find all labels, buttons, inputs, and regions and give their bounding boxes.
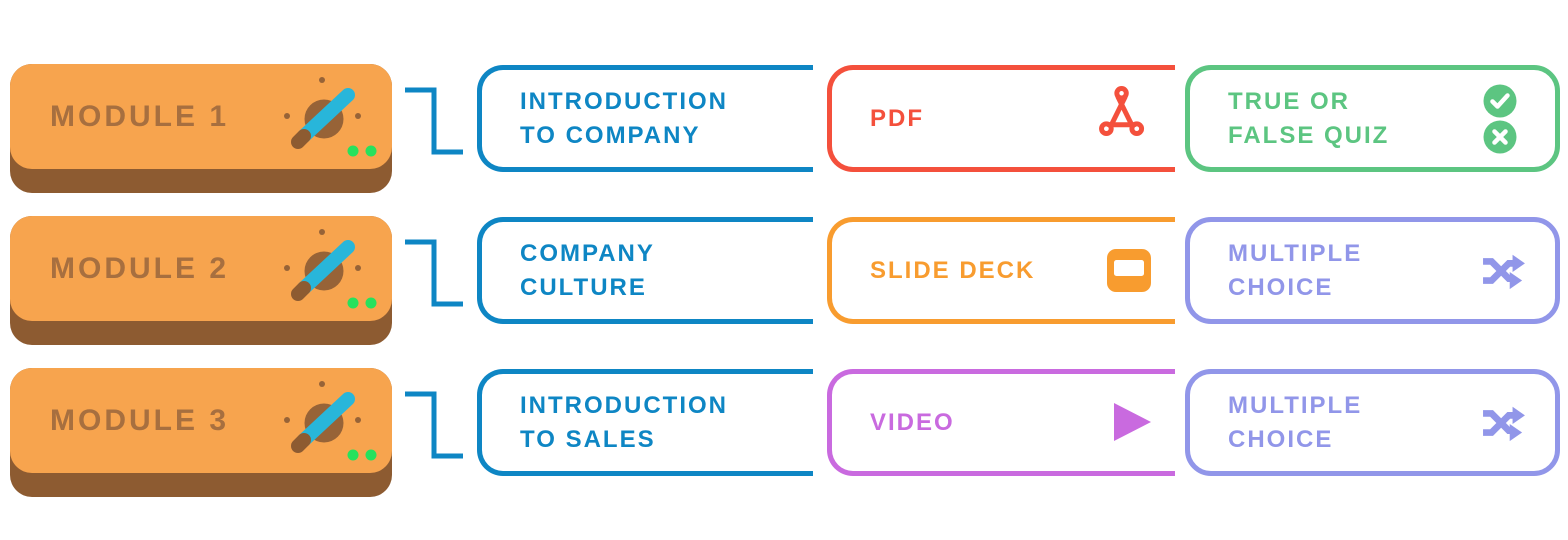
quiz-label: TRUE OR FALSE QUIZ [1190,85,1389,153]
module-label: MODULE 2 [50,251,230,285]
format-card: VIDEO [827,369,1175,476]
topic-line-2: CULTURE [520,273,647,301]
topic-label: INTRODUCTION TO SALES [482,389,728,457]
shuffle-icon [1483,406,1525,442]
quiz-line-2: CHOICE [1228,425,1334,453]
module-row-1: MODULE 1 INTRODUCTION TO COMPANY [0,64,1568,196]
quiz-label: MULTIPLE CHOICE [1190,389,1362,457]
module-button-face: MODULE 2 [10,216,392,321]
shuffle-icon [1483,254,1525,290]
format-card: SLIDE DECK [827,217,1175,324]
module-row-3: MODULE 3 INTRODUCTION TO SALES [0,368,1568,500]
slide-deck-icon [1107,249,1151,292]
topic-line-2: TO SALES [520,425,656,453]
topic-label: COMPANY CULTURE [482,237,655,305]
module-3-button[interactable]: MODULE 3 [10,368,392,497]
connector-line [405,239,463,307]
play-icon [1114,403,1151,441]
pencil-planet-icon [284,381,377,461]
module-1-button[interactable]: MODULE 1 [10,64,392,193]
quiz-line-2: FALSE QUIZ [1228,121,1390,149]
format-label: PDF [870,104,924,132]
topic-card: INTRODUCTION TO COMPANY [477,65,813,172]
quiz-card: MULTIPLE CHOICE [1185,217,1560,324]
format-card: PDF [827,65,1175,172]
module-button-face: MODULE 3 [10,368,392,473]
topic-line-1: INTRODUCTION [520,87,728,115]
topic-line-1: INTRODUCTION [520,391,728,419]
quiz-card: TRUE OR FALSE QUIZ [1185,65,1560,172]
quiz-line-1: TRUE OR [1228,87,1350,115]
module-label: MODULE 1 [50,99,230,133]
module-label: MODULE 3 [50,403,230,437]
topic-label: INTRODUCTION TO COMPANY [482,85,728,153]
quiz-line-2: CHOICE [1228,273,1334,301]
pdf-icon [1099,86,1145,136]
topic-line-1: COMPANY [520,239,655,267]
format-label: SLIDE DECK [870,256,1036,284]
module-button-face: MODULE 1 [10,64,392,169]
pencil-planet-icon [284,229,377,309]
pencil-planet-icon [284,77,377,157]
quiz-card: MULTIPLE CHOICE [1185,369,1560,476]
connector-line [405,87,463,155]
check-and-x-icon [1483,84,1517,154]
module-row-2: MODULE 2 COMPANY CULTURE [0,216,1568,348]
topic-card: INTRODUCTION TO SALES [477,369,813,476]
format-label: VIDEO [870,408,955,436]
module-2-button[interactable]: MODULE 2 [10,216,392,345]
quiz-line-1: MULTIPLE [1228,239,1363,267]
topic-line-2: TO COMPANY [520,121,701,149]
quiz-label: MULTIPLE CHOICE [1190,237,1362,305]
quiz-line-1: MULTIPLE [1228,391,1363,419]
connector-line [405,391,463,459]
topic-card: COMPANY CULTURE [477,217,813,324]
